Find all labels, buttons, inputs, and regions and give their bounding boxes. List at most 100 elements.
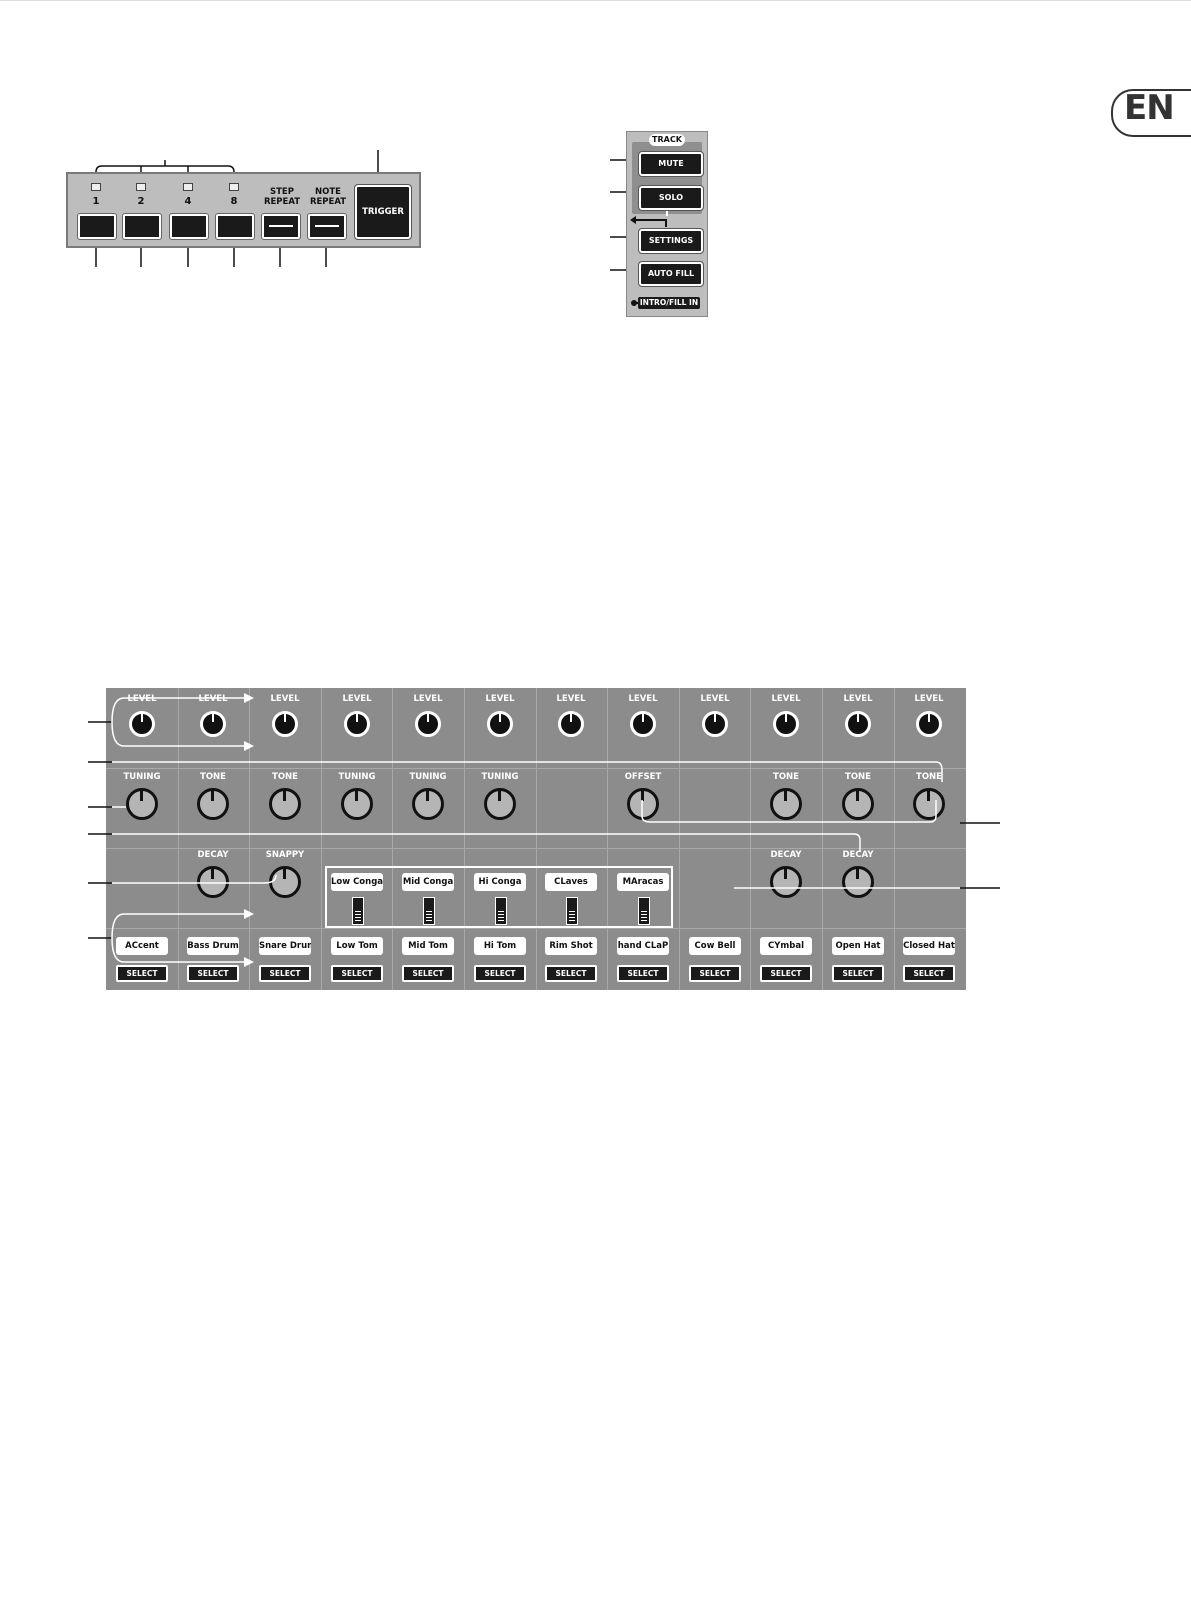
select-button[interactable]: SELECT [116, 965, 168, 982]
column-divider [822, 688, 823, 990]
select-button[interactable]: SELECT [331, 965, 383, 982]
instrument-panel-callouts [88, 693, 1000, 967]
select-button[interactable]: SELECT [545, 965, 597, 982]
step-repeat-button[interactable] [261, 213, 301, 240]
column-divider [894, 688, 895, 990]
row-divider [106, 848, 966, 849]
language-label: EN [1124, 88, 1175, 128]
intro-fill-label: INTRO/FILL IN [638, 297, 700, 309]
level-knob[interactable] [487, 711, 513, 737]
knob-label: DECAY [770, 850, 802, 860]
level-knob[interactable] [845, 711, 871, 737]
knob-label: DECAY [842, 850, 874, 860]
level-knob[interactable] [272, 711, 298, 737]
tuning-knob[interactable] [341, 788, 373, 820]
instrument-name-tag: CYmbal [760, 937, 812, 955]
tuning-knob[interactable] [412, 788, 444, 820]
tone-knob[interactable] [913, 788, 945, 820]
level-knob[interactable] [558, 711, 584, 737]
tone-knob[interactable] [269, 788, 301, 820]
auto-fill-button[interactable]: AUTO FILL [638, 261, 704, 287]
knob-label: TUNING [481, 772, 519, 782]
select-button[interactable]: SELECT [832, 965, 884, 982]
decay-knob[interactable] [770, 866, 802, 898]
step-button-8[interactable] [215, 213, 255, 240]
instrument-toggle-switch[interactable] [495, 897, 507, 925]
tone-knob[interactable] [770, 788, 802, 820]
settings-button[interactable]: SETTINGS [638, 228, 704, 254]
select-button[interactable]: SELECT [474, 965, 526, 982]
trigger-button[interactable]: TRIGGER [354, 184, 412, 240]
snappy-knob[interactable] [269, 866, 301, 898]
instrument-name-tag: ACcent [116, 937, 168, 955]
step-led-4 [183, 183, 193, 191]
row-divider [106, 768, 966, 769]
instrument-toggle-switch[interactable] [352, 897, 364, 925]
level-knob[interactable] [129, 711, 155, 737]
step-label-4: 4 [184, 196, 192, 207]
column-divider [178, 688, 179, 990]
instrument-toggle-switch[interactable] [638, 897, 650, 925]
step-led-2 [136, 183, 146, 191]
select-button[interactable]: SELECT [402, 965, 454, 982]
select-button[interactable]: SELECT [689, 965, 741, 982]
instrument-name-tag: Mid Conga [402, 873, 454, 891]
instrument-name-tag: Closed Hat [903, 937, 955, 955]
instrument-name-tag: Bass Drum [187, 937, 239, 955]
tone-knob[interactable] [842, 788, 874, 820]
instrument-name-tag: Cow Bell [689, 937, 741, 955]
mute-button[interactable]: MUTE [638, 151, 704, 177]
select-button[interactable]: SELECT [617, 965, 669, 982]
instrument-name-tag: hand CLaP [617, 937, 669, 955]
knob-label: LEVEL [771, 694, 801, 704]
knob-label: TONE [916, 772, 942, 782]
level-knob[interactable] [773, 711, 799, 737]
step-label-2: 2 [137, 196, 145, 207]
column-divider [249, 688, 250, 990]
tuning-knob[interactable] [484, 788, 516, 820]
track-title: TRACK [649, 134, 685, 146]
level-knob[interactable] [344, 711, 370, 737]
note-repeat-button[interactable] [307, 213, 347, 240]
knob-label: LEVEL [700, 694, 730, 704]
level-knob[interactable] [200, 711, 226, 737]
tuning-knob[interactable] [126, 788, 158, 820]
solo-button[interactable]: SOLO [638, 185, 704, 211]
conga-group-outline [325, 866, 673, 928]
instrument-name-tag: Low Conga [331, 873, 383, 891]
knob-label: TUNING [409, 772, 447, 782]
instrument-name-tag: Hi Conga [474, 873, 526, 891]
tone-knob[interactable] [197, 788, 229, 820]
knob-label: LEVEL [485, 694, 515, 704]
instrument-toggle-switch[interactable] [423, 897, 435, 925]
level-knob[interactable] [415, 711, 441, 737]
knob-label: LEVEL [413, 694, 443, 704]
note-repeat-label: NOTE REPEAT [309, 187, 347, 207]
step-button-1[interactable] [77, 213, 117, 240]
select-button[interactable]: SELECT [903, 965, 955, 982]
step-repeat-label: STEP REPEAT [263, 187, 301, 207]
step-button-4[interactable] [169, 213, 209, 240]
knob-label: TUNING [338, 772, 376, 782]
instrument-name-tag: MAracas [617, 873, 669, 891]
step-label-8: 8 [230, 196, 238, 207]
instrument-toggle-switch[interactable] [566, 897, 578, 925]
step-button-2[interactable] [122, 213, 162, 240]
level-knob[interactable] [916, 711, 942, 737]
decay-knob[interactable] [842, 866, 874, 898]
step-label-1: 1 [92, 196, 100, 207]
knob-label: OFFSET [624, 772, 662, 782]
select-button[interactable]: SELECT [187, 965, 239, 982]
decay-knob[interactable] [197, 866, 229, 898]
knob-label: DECAY [197, 850, 229, 860]
select-button[interactable]: SELECT [760, 965, 812, 982]
column-divider [321, 688, 322, 990]
column-divider [464, 688, 465, 990]
level-knob[interactable] [630, 711, 656, 737]
knob-label: LEVEL [628, 694, 658, 704]
column-divider [392, 688, 393, 990]
track-connectors [630, 210, 668, 306]
level-knob[interactable] [702, 711, 728, 737]
column-divider [536, 688, 537, 990]
select-button[interactable]: SELECT [259, 965, 311, 982]
